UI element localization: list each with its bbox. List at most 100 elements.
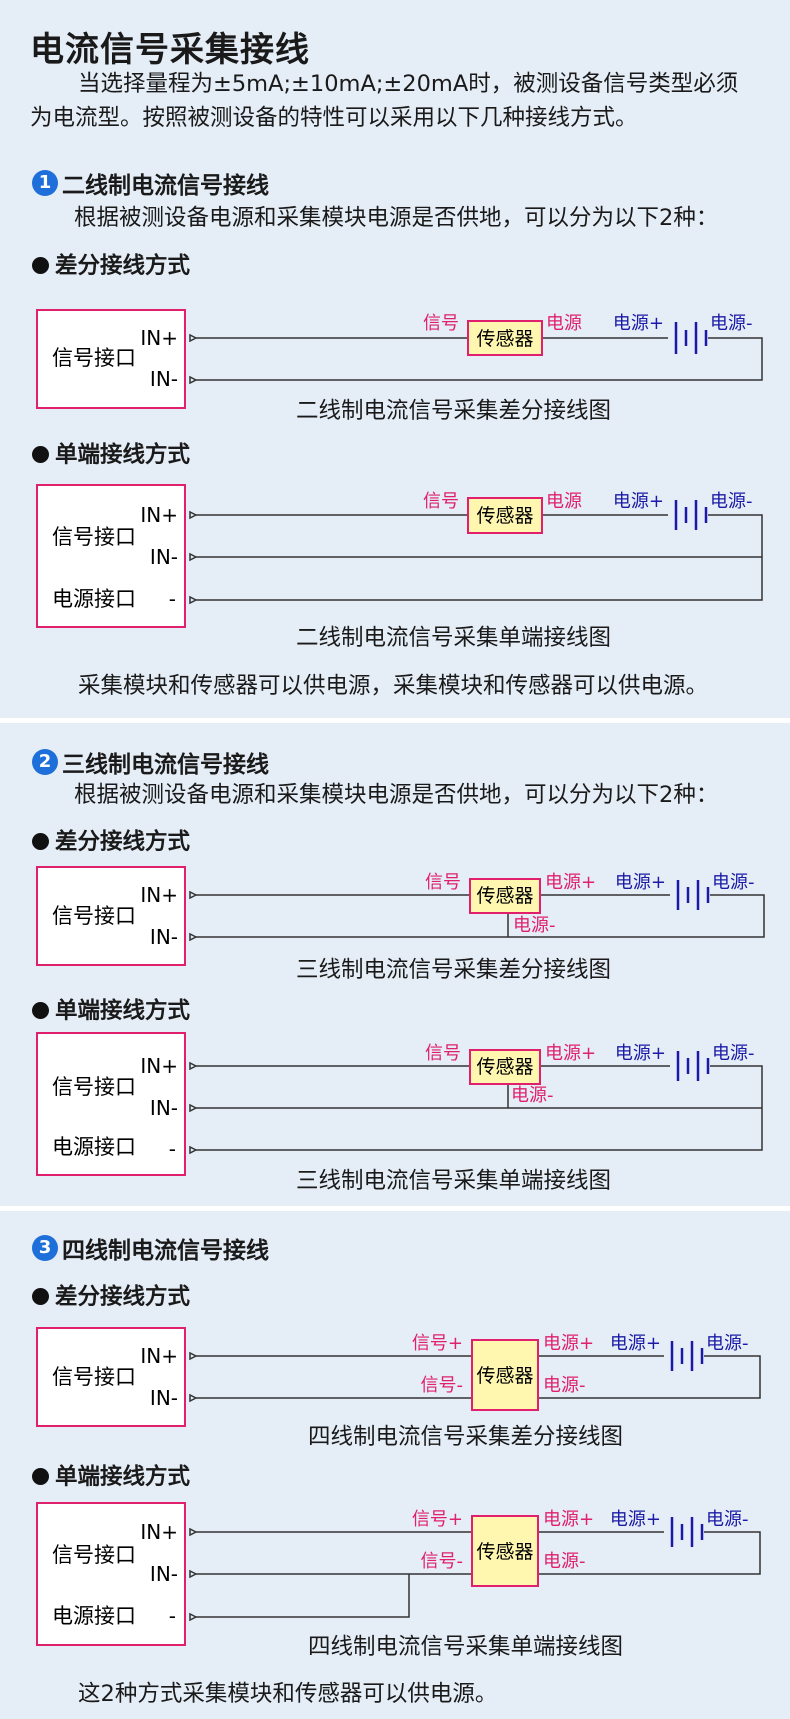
number-badge-icon: 2 — [32, 749, 58, 775]
signal-plus-label: 信号+ — [412, 1509, 463, 1530]
subheading-differential: 差分接线方式 — [32, 824, 190, 856]
sensor-box — [471, 1515, 539, 1587]
diagram-caption: 四线制电流信号采集单端接线图 — [308, 1634, 624, 1660]
power-minus-label: 电源- — [712, 872, 755, 893]
in-minus-label: IN- — [150, 545, 178, 569]
power-plus-label: 电源+ — [610, 1509, 661, 1530]
power-port-label: 电源接口 — [52, 587, 136, 611]
power-plus-label: 电源+ — [610, 1333, 661, 1354]
power-port-label: 电源接口 — [52, 1135, 136, 1159]
wiring-diagram: 信号接口 电源接口 IN+ IN- - 传感器 信号 电源+ 电源- 电源+ 电… — [36, 1032, 763, 1176]
bullet-icon — [32, 257, 49, 274]
signal-minus-label: 信号- — [421, 1375, 464, 1396]
signal-port-label: 信号接口 — [52, 1543, 136, 1567]
power-plus-label: 电源+ — [543, 1333, 594, 1354]
module-box — [36, 1502, 186, 1646]
section-three-wire: 2 三线制电流信号接线 根据被测设备电源和采集模块电源是否供地，可以分为以下2种… — [0, 723, 790, 1206]
wiring-diagram: 信号接口 IN+ IN- 传感器 信号+ 信号- 电源+ 电源- 电源+ 电源- — [36, 1327, 761, 1427]
signal-minus-label: 信号- — [421, 1551, 464, 1572]
power-minus-label: 电源- — [543, 1375, 586, 1396]
diagram-caption: 二线制电流信号采集单端接线图 — [296, 625, 612, 651]
power-plus-label: 电源+ — [613, 313, 664, 334]
sensor-box — [471, 1339, 539, 1411]
signal-label: 信号 — [423, 313, 459, 334]
wires — [189, 333, 763, 385]
module-box — [36, 1032, 186, 1176]
signal-label: 信号 — [423, 491, 459, 512]
battery-icon — [676, 880, 710, 910]
battery-icon — [670, 1517, 704, 1547]
subheading-text: 单端接线方式 — [55, 1464, 191, 1490]
power-minus-label: 电源- — [511, 1085, 554, 1106]
section-heading: 2 三线制电流信号接线 — [32, 745, 269, 779]
diagram-caption: 四线制电流信号采集差分接线图 — [308, 1424, 624, 1450]
section-note: 这2种方式采集模块和传感器可以供电源。 — [78, 1681, 498, 1707]
in-plus-label: IN+ — [140, 883, 178, 907]
wiring-diagram: 信号接口 电源接口 IN+ IN- - 传感器 信号+ 信号- 电源+ 电源- … — [36, 1502, 761, 1646]
intro-text: 当选择量程为±5mA;±10mA;±20mA时，被测设备信号类型必须为电流型。按… — [30, 71, 739, 131]
sensor-label: 传感器 — [476, 505, 533, 527]
sensor-label: 传感器 — [476, 1365, 533, 1387]
battery-icon — [670, 1341, 704, 1371]
in-plus-label: IN+ — [140, 1054, 178, 1078]
sensor-label: 传感器 — [476, 328, 533, 350]
section-desc: 根据被测设备电源和采集模块电源是否供地，可以分为以下2种： — [74, 782, 719, 808]
bullet-icon — [32, 1002, 49, 1019]
section-heading-text: 二线制电流信号接线 — [62, 173, 269, 199]
wiring-diagram: 信号接口 IN+ IN- 传感器 信号 电源 电源+ 电源- — [36, 309, 763, 409]
power-plus-label: 电源+ — [615, 872, 666, 893]
wires — [189, 890, 765, 942]
diagram-caption: 三线制电流信号采集单端接线图 — [296, 1168, 612, 1194]
dash-label: - — [169, 1604, 176, 1628]
subheading-text: 差分接线方式 — [55, 1284, 191, 1310]
module-box — [36, 309, 186, 409]
signal-label: 信号 — [425, 1043, 461, 1064]
battery-icon — [674, 322, 708, 354]
power-plus-label: 电源+ — [543, 1509, 594, 1530]
power-plus-label: 电源+ — [545, 1043, 596, 1064]
in-plus-label: IN+ — [140, 326, 178, 350]
module-box — [36, 1327, 186, 1427]
section-heading: 1 二线制电流信号接线 — [32, 166, 269, 200]
power-minus-label: 电源- — [710, 491, 753, 512]
bullet-icon — [32, 446, 49, 463]
number-badge-icon: 1 — [32, 170, 58, 196]
power-minus-label: 电源- — [706, 1333, 749, 1354]
module-box — [36, 484, 186, 628]
signal-port-label: 信号接口 — [52, 346, 136, 370]
section-heading: 3 四线制电流信号接线 — [32, 1231, 269, 1265]
section-desc: 根据被测设备电源和采集模块电源是否供地，可以分为以下2种： — [74, 205, 719, 231]
bullet-icon — [32, 1288, 49, 1305]
wires — [189, 1351, 761, 1403]
in-plus-label: IN+ — [140, 503, 178, 527]
signal-port-label: 信号接口 — [52, 1365, 136, 1389]
subheading-single-ended: 单端接线方式 — [32, 437, 190, 469]
in-minus-label: IN- — [150, 1096, 178, 1120]
sensor-box — [469, 878, 541, 914]
power-minus-label: 电源- — [543, 1551, 586, 1572]
wires — [189, 1527, 761, 1622]
power-label: 电源 — [546, 491, 582, 512]
sensor-box — [467, 497, 543, 534]
subheading-differential: 差分接线方式 — [32, 1279, 190, 1311]
subheading-text: 单端接线方式 — [55, 442, 191, 468]
section-note: 采集模块和传感器可以供电源，采集模块和传感器可以供电源。 — [78, 673, 709, 699]
subheading-text: 差分接线方式 — [55, 829, 191, 855]
subheading-single-ended: 单端接线方式 — [32, 1459, 190, 1491]
subheading-text: 单端接线方式 — [55, 998, 191, 1024]
dash-label: - — [169, 587, 176, 611]
wires — [189, 510, 763, 605]
in-minus-label: IN- — [150, 1562, 178, 1586]
subheading-single-ended: 单端接线方式 — [32, 993, 190, 1025]
power-plus-label: 电源+ — [613, 491, 664, 512]
bullet-icon — [32, 833, 49, 850]
power-minus-label: 电源- — [706, 1509, 749, 1530]
in-minus-label: IN- — [150, 1386, 178, 1410]
signal-port-label: 信号接口 — [52, 525, 136, 549]
module-box — [36, 866, 186, 966]
power-minus-label: 电源- — [712, 1043, 755, 1064]
wiring-diagram: 信号接口 电源接口 IN+ IN- - 传感器 信号 电源 电源+ 电源- — [36, 484, 763, 628]
number-badge-icon: 3 — [32, 1235, 58, 1261]
sensor-box — [467, 320, 543, 356]
signal-port-label: 信号接口 — [52, 1075, 136, 1099]
